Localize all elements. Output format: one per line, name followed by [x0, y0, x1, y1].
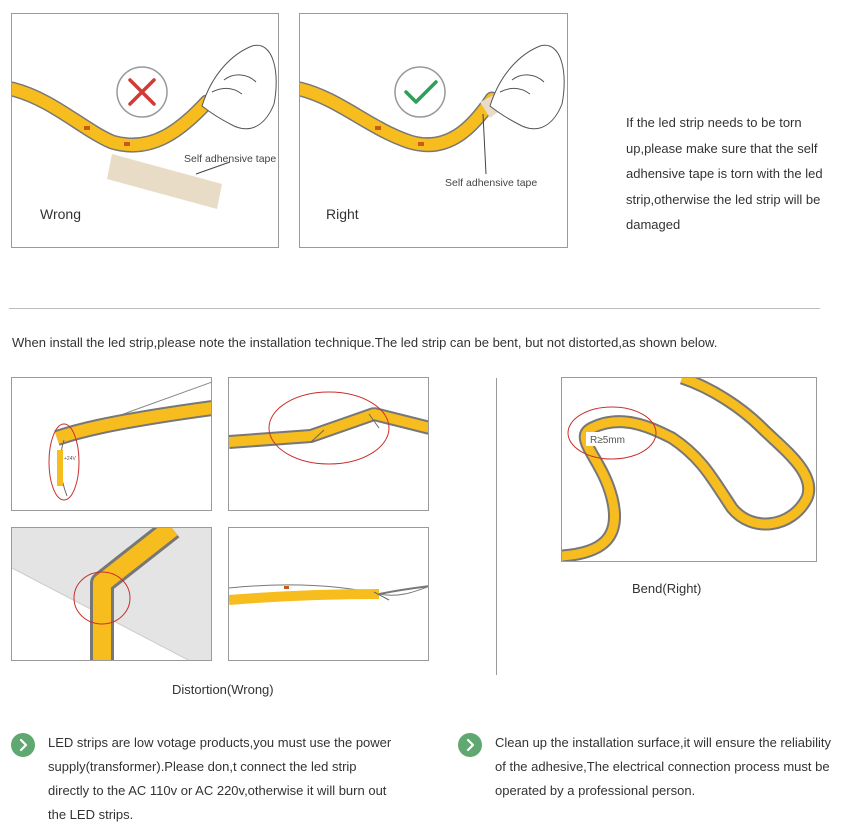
led-strip-light	[12, 83, 213, 152]
tape-label-right: Self adhensive tape	[445, 177, 538, 189]
wrong-panel: Self adhensive tape Wrong	[11, 13, 279, 248]
tear-note: If the led strip needs to be torn up,ple…	[626, 115, 823, 232]
bend-caption: Bend(Right)	[632, 581, 702, 596]
led-strip-light	[300, 83, 498, 151]
check-icon	[394, 66, 446, 118]
distortion-panel-4	[228, 527, 429, 661]
highlight-circle	[268, 391, 390, 465]
chevron-right-icon	[458, 733, 482, 757]
section-divider	[9, 308, 820, 309]
tape-label-wrong: Self adhensive tape	[184, 153, 277, 165]
bend-radius-label: R≥5mm	[590, 435, 625, 446]
wrong-illustration	[12, 44, 277, 209]
wrong-label: Wrong	[40, 206, 81, 222]
highlight-circle	[73, 571, 131, 625]
distortion-panel-1: +24V	[11, 377, 212, 511]
vertical-divider	[496, 378, 497, 675]
chevron-right-icon	[11, 733, 35, 757]
highlight-circle	[48, 423, 80, 501]
cross-icon	[116, 66, 168, 118]
install-instruction: When install the led strip,please note t…	[12, 335, 718, 350]
distortion-panel-3	[11, 527, 212, 661]
bullet-installation-surface: Clean up the installation surface,it wil…	[495, 735, 832, 798]
right-illustration	[300, 44, 565, 175]
strip-marking: +24V	[64, 456, 76, 462]
highlight-circle	[567, 406, 657, 460]
bullet-power-supply: LED strips are low votage products,you m…	[48, 735, 392, 822]
adhesive-tape	[107, 154, 222, 209]
bend-panel: R≥5mm	[561, 377, 817, 562]
right-panel: Self adhensive tape Right	[299, 13, 568, 248]
right-label: Right	[326, 206, 359, 222]
distortion-caption: Distortion(Wrong)	[172, 682, 274, 697]
distortion-panel-2	[228, 377, 429, 511]
